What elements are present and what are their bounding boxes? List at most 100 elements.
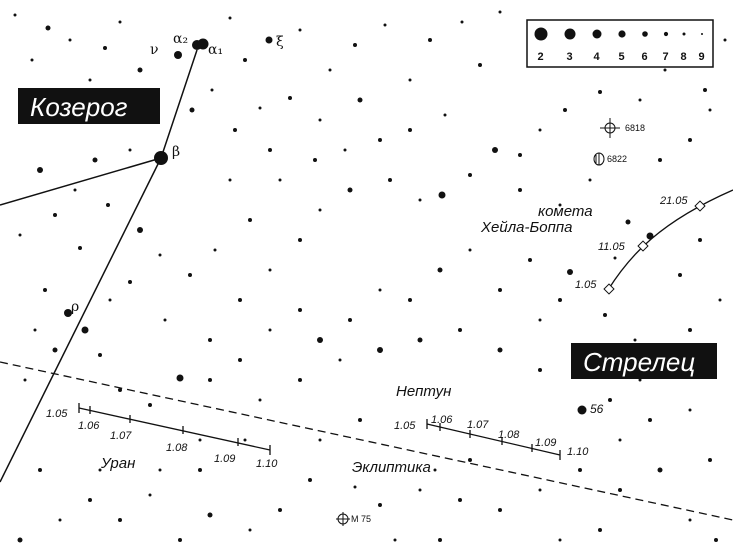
field-star [68, 38, 72, 42]
field-star [638, 98, 642, 102]
field-star [228, 178, 232, 182]
field-star [18, 233, 22, 237]
field-star [298, 308, 302, 312]
field-star [458, 498, 462, 502]
field-star [437, 267, 443, 273]
capricornus-lines [0, 49, 198, 483]
field-star [558, 298, 562, 302]
field-star [657, 467, 663, 473]
field-star [23, 378, 27, 382]
uranus-date-0: 1.05 [46, 408, 68, 420]
field-star [603, 313, 607, 317]
legend-number-3: 3 [567, 51, 573, 63]
field-star [58, 518, 62, 522]
ngc6818-label: 6818 [625, 123, 645, 133]
field-star [308, 478, 312, 482]
field-star [228, 16, 232, 20]
field-star [538, 368, 542, 372]
field-star [538, 318, 542, 322]
comet-name-line1: комета [538, 203, 593, 220]
field-star [598, 90, 602, 94]
field-star [176, 374, 184, 382]
field-star [98, 468, 102, 472]
field-star [558, 538, 562, 542]
field-star [613, 256, 617, 260]
legend-dot-mag-5 [618, 30, 626, 38]
label-nu: ν [150, 42, 159, 58]
field-star [268, 328, 272, 332]
field-star [468, 458, 472, 462]
field-star [128, 148, 132, 152]
field-star [378, 503, 382, 507]
field-star [45, 25, 51, 31]
field-star [17, 537, 23, 543]
field-star [210, 88, 214, 92]
field-star [708, 108, 712, 112]
neptune-date-3: 1.08 [498, 429, 520, 441]
field-star [538, 128, 542, 132]
field-star [278, 508, 282, 512]
field-star [233, 128, 237, 132]
field-star [688, 138, 692, 142]
field-star [714, 538, 718, 542]
field-star [288, 96, 292, 100]
field-star [458, 328, 462, 332]
field-star [106, 203, 110, 207]
label-star-56: 56 [590, 402, 604, 416]
field-star [723, 38, 727, 42]
field-star [318, 208, 322, 212]
sagittarius-label-box: Стрелец [571, 343, 717, 379]
field-star [567, 269, 573, 275]
legend-number-6: 6 [642, 51, 648, 63]
field-star [137, 227, 143, 233]
sagittarius-label: Стрелец [583, 347, 695, 377]
neptune-name: Нептун [396, 383, 451, 400]
field-star [318, 118, 322, 122]
field-star [378, 288, 382, 292]
uranus-date-2: 1.07 [110, 430, 132, 442]
field-star [243, 438, 247, 442]
field-star [478, 63, 482, 67]
field-star [433, 468, 437, 472]
field-star [73, 188, 77, 192]
field-star [708, 458, 712, 462]
comet-name-line2: Хейла-Боппа [480, 219, 572, 236]
field-star [608, 398, 612, 402]
legend-dot-mag-6 [642, 31, 648, 37]
field-star [268, 268, 272, 272]
legend-number-5: 5 [619, 51, 625, 63]
neptune-date-1: 1.06 [431, 414, 453, 426]
field-star [408, 298, 412, 302]
ngc6822-label: 6822 [607, 154, 627, 164]
field-star [248, 528, 252, 532]
field-stars [13, 10, 727, 543]
field-star [53, 213, 57, 217]
field-star [383, 23, 387, 27]
field-star [317, 337, 323, 343]
field-star [468, 173, 472, 177]
legend-number-4: 4 [594, 51, 601, 63]
field-star [563, 108, 567, 112]
field-star [703, 88, 707, 92]
field-star [698, 238, 702, 242]
field-star [243, 58, 247, 62]
field-star [358, 418, 362, 422]
field-star [678, 273, 682, 277]
field-star [208, 378, 212, 382]
field-star [418, 198, 422, 202]
field-star [718, 298, 722, 302]
legend-dot-mag-4 [592, 29, 602, 39]
field-star [688, 518, 692, 522]
field-star [98, 353, 102, 357]
field-star [663, 68, 667, 72]
capricornus-label-box: Козерог [18, 88, 160, 124]
label-alpha1: α₁ [208, 42, 223, 58]
field-star [38, 468, 42, 472]
star-nu [174, 51, 182, 59]
field-star [30, 58, 34, 62]
field-star [518, 188, 522, 192]
field-star [207, 512, 213, 518]
field-star [258, 398, 262, 402]
